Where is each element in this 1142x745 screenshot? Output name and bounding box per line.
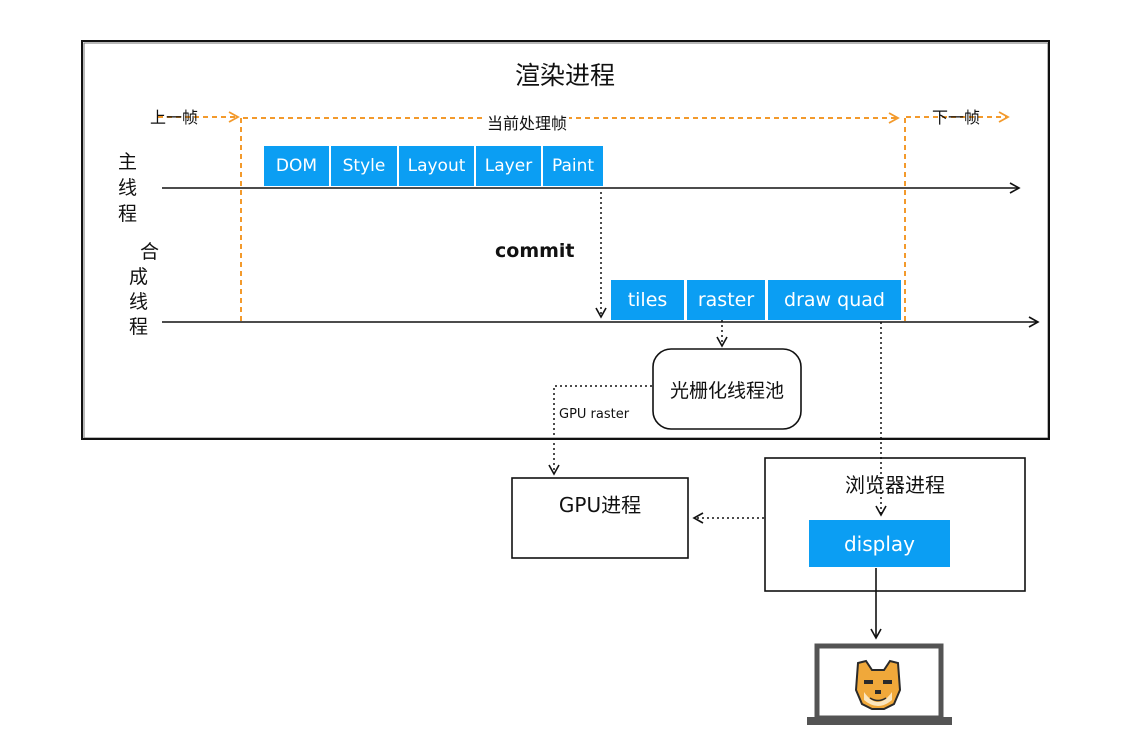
gpu-raster-arrow [548,385,652,476]
main-thread-label-char: 程 [118,203,138,225]
compositor-label-char: 成 [129,266,149,288]
renderer-process-title: 渲染进程 [514,61,615,90]
browser-process-title: 浏览器进程 [845,473,945,497]
gpu-process-box [511,477,689,559]
gpu-process-title: GPU进程 [558,493,642,517]
task-paint: Paint [543,146,603,186]
current-frame-label: 当前处理帧 [485,110,570,134]
task-tiles: tiles [611,280,684,320]
next-frame-label: 下一帧 [932,108,981,127]
compositor-label-char: 合 [140,241,160,263]
raster-pool-label: 光栅化线程池 [669,380,784,402]
task-raster: raster [687,280,765,320]
doge-icon [854,659,902,710]
task-layout: Layout [399,146,474,186]
task-draw-quad: draw quad [768,280,901,320]
main-thread-label-char: 线 [118,177,138,199]
browser-process-box [764,457,1026,592]
compositor-thread-label: 合 成 线 程 [118,240,159,340]
task-style: Style [331,146,397,186]
compositor-label-char: 线 [129,291,149,313]
display-box: display [809,520,950,567]
gpu-raster-label: GPU raster [559,407,630,422]
task-layer: Layer [476,146,541,186]
main-thread-label-char: 主 [118,151,138,173]
prev-frame-label: 上一帧 [150,108,199,127]
commit-label: commit [495,240,575,262]
compositor-label-char: 程 [129,316,149,338]
renderer-process-box [81,40,1050,440]
raster-pool-box [652,348,802,430]
main-thread-label: 主 线 程 [118,149,137,227]
task-dom: DOM [264,146,329,186]
